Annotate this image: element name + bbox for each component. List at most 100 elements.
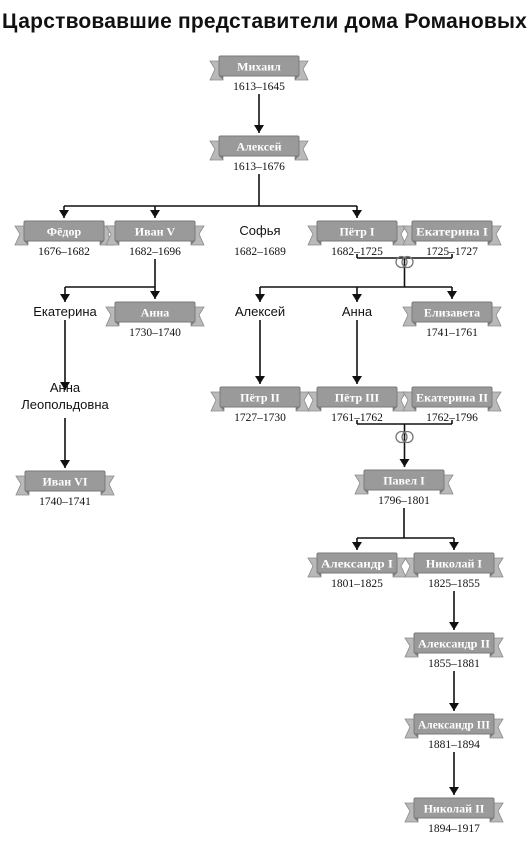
reign-years: 1730–1740 bbox=[129, 327, 181, 339]
person-name: Павел I bbox=[383, 474, 425, 488]
name-banner: Александр III bbox=[404, 713, 504, 739]
arrow-head bbox=[352, 210, 362, 218]
arrow-head bbox=[255, 294, 265, 302]
name-banner: Екатерина II bbox=[402, 386, 502, 412]
person-name: Николай I bbox=[426, 557, 482, 571]
person-fedor: Фёдор 1676–1682 bbox=[14, 220, 114, 258]
reign-years: 1796–1801 bbox=[378, 495, 430, 507]
reign-years: 1761–1762 bbox=[331, 412, 383, 424]
person-ekaterina2: Екатерина II 1762–1796 bbox=[402, 386, 502, 424]
person-elizaveta: Елизавета 1741–1761 bbox=[402, 301, 502, 339]
person-name: Екатерина II bbox=[416, 391, 488, 405]
arrow-head bbox=[150, 210, 160, 218]
person-name: Екатерина bbox=[33, 304, 97, 319]
arrow-head bbox=[449, 787, 459, 795]
name-banner: Алексей bbox=[209, 135, 309, 161]
connector-lines bbox=[59, 94, 459, 795]
name-banner: Николай I bbox=[404, 552, 504, 578]
person-nikolay1: Николай I 1825–1855 bbox=[404, 552, 504, 590]
reign-years: 1881–1894 bbox=[428, 739, 480, 751]
reign-years: 1762–1796 bbox=[426, 412, 478, 424]
person-aleksandr3: Александр III 1881–1894 bbox=[404, 713, 504, 751]
arrow-head bbox=[352, 294, 362, 302]
person-mikhail: Михаил 1613–1645 bbox=[209, 55, 309, 93]
person-name: Пётр II bbox=[240, 391, 280, 405]
name-banner: Екатерина I bbox=[402, 220, 502, 246]
reign-years: 1741–1761 bbox=[426, 327, 478, 339]
person-aleksey2: Алексей bbox=[235, 304, 285, 319]
person-name: Пётр III bbox=[335, 391, 380, 405]
person-pavel1: Павел I 1796–1801 bbox=[354, 469, 454, 507]
arrow-head bbox=[59, 210, 69, 218]
reign-years: 1682–1696 bbox=[129, 246, 181, 258]
person-ivan5: Иван V 1682–1696 bbox=[105, 220, 205, 258]
person-name: Анна bbox=[141, 306, 170, 320]
person-aleksey1: Алексей 1613–1676 bbox=[209, 135, 309, 173]
person-name: Александр I bbox=[321, 557, 393, 571]
person-anna_ioann: Анна 1730–1740 bbox=[105, 301, 205, 339]
name-banner: Пётр II bbox=[210, 386, 310, 412]
arrow-head bbox=[60, 294, 70, 302]
person-name: Софья bbox=[239, 223, 280, 238]
person-name-line: Леопольдовна bbox=[21, 397, 109, 412]
reign-years: 1740–1741 bbox=[39, 496, 91, 508]
name-banner: Александр II bbox=[404, 632, 504, 658]
arrow-head bbox=[399, 459, 410, 467]
reign-years: 1613–1676 bbox=[233, 161, 285, 173]
arrow-head bbox=[352, 542, 362, 550]
arrow-head bbox=[352, 376, 362, 384]
name-banner: Павел I bbox=[354, 469, 454, 495]
name-banner: Елизавета bbox=[402, 301, 502, 327]
reign-years: 1727–1730 bbox=[234, 412, 286, 424]
person-name: Елизавета bbox=[424, 306, 480, 320]
arrow-head bbox=[449, 622, 459, 630]
arrow-head bbox=[255, 376, 265, 384]
wedding-rings-icon bbox=[395, 255, 414, 269]
person-name: Алексей bbox=[235, 304, 285, 319]
arrow-head bbox=[60, 460, 70, 468]
person-nikolay2: Николай II 1894–1917 bbox=[404, 797, 504, 835]
reign-years: 1825–1855 bbox=[428, 578, 480, 590]
person-name: Николай II bbox=[424, 802, 485, 816]
person-name: Александр III bbox=[418, 718, 490, 732]
diagram-title: Царствовавшие представители дома Романов… bbox=[1, 10, 527, 33]
person-petr3: Пётр III 1761–1762 bbox=[307, 386, 407, 424]
person-name: Александр II bbox=[418, 637, 490, 651]
arrow-head bbox=[254, 125, 264, 133]
arrow-head bbox=[150, 291, 160, 299]
person-name: Михаил bbox=[237, 60, 281, 74]
name-banner: Николай II bbox=[404, 797, 504, 823]
person-anna_petr: Анна bbox=[342, 304, 373, 319]
person-sofya: Софья 1682–1689 bbox=[234, 223, 286, 258]
name-banner: Александр I bbox=[307, 552, 407, 578]
person-name: Алексей bbox=[236, 140, 281, 154]
person-name: Иван V bbox=[135, 225, 176, 239]
reign-years: 1613–1645 bbox=[233, 81, 285, 93]
person-name: Анна bbox=[342, 304, 373, 319]
person-petr2: Пётр II 1727–1730 bbox=[210, 386, 310, 424]
name-banner: Михаил bbox=[209, 55, 309, 81]
name-banner: Фёдор bbox=[14, 220, 114, 246]
arrow-head bbox=[447, 291, 457, 299]
person-ivan6: Иван VI 1740–1741 bbox=[15, 470, 115, 508]
person-name: Иван VI bbox=[42, 475, 87, 489]
reign-years: 1894–1917 bbox=[428, 823, 480, 835]
name-banner: Иван VI bbox=[15, 470, 115, 496]
reign-years: 1682–1725 bbox=[331, 246, 383, 258]
arrow-head bbox=[60, 382, 70, 390]
person-name-line: Анна bbox=[50, 380, 81, 395]
person-name: Фёдор bbox=[47, 225, 82, 239]
name-banner: Анна bbox=[105, 301, 205, 327]
reign-years: 1855–1881 bbox=[428, 658, 480, 670]
arrow-head bbox=[449, 703, 459, 711]
person-name: Екатерина I bbox=[416, 225, 488, 239]
person-ekaterina: Екатерина bbox=[33, 304, 97, 319]
reign-years: 1682–1689 bbox=[234, 246, 286, 258]
reign-years: 1676–1682 bbox=[38, 246, 90, 258]
person-petr1: Пётр I 1682–1725 bbox=[307, 220, 407, 258]
person-name: Пётр I bbox=[339, 225, 374, 239]
name-banner: Пётр III bbox=[307, 386, 407, 412]
